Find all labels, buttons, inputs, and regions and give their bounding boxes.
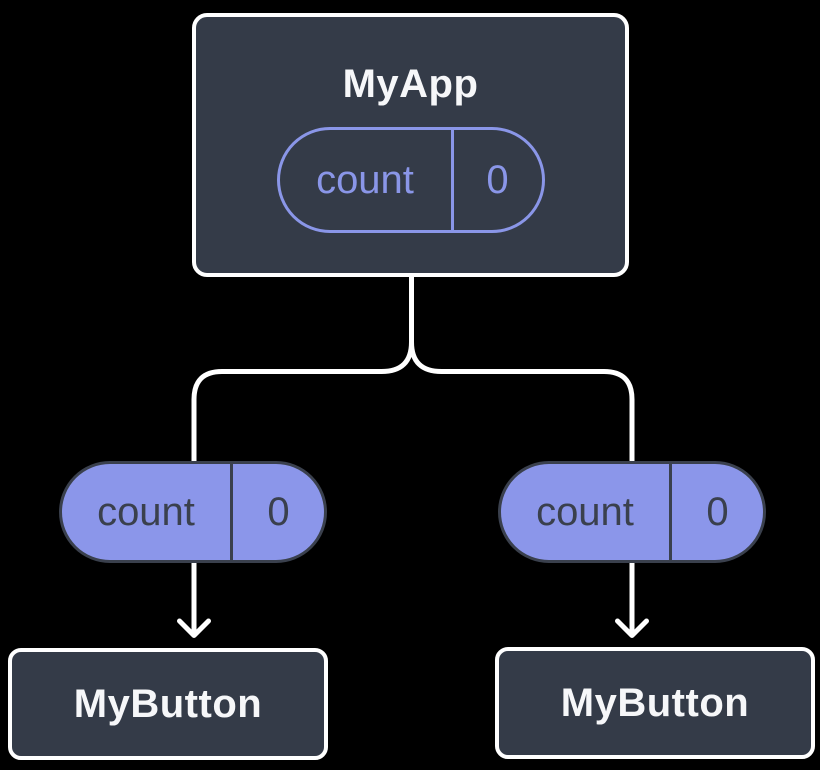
- right-prop-pill: count 0: [498, 461, 766, 563]
- right-prop-pill-label: count: [536, 490, 634, 534]
- left-child-component-node: MyButton: [8, 648, 328, 760]
- prop-arrow-left-head: [177, 618, 211, 638]
- root-state-pill: count 0: [276, 127, 545, 233]
- left-prop-pill-label: count: [97, 490, 195, 534]
- right-child-component-title: MyButton: [560, 680, 750, 725]
- root-component-node: MyApp count 0: [192, 13, 629, 277]
- right-child-component-node: MyButton: [495, 647, 815, 759]
- prop-arrow-right-head: [615, 618, 649, 638]
- branch-line-left: [191, 268, 414, 468]
- right-prop-pill-value: 0: [669, 464, 763, 560]
- left-child-component-title: MyButton: [73, 681, 263, 726]
- left-prop-pill-value: 0: [230, 464, 324, 560]
- state-pill-label: count: [316, 158, 414, 202]
- branch-line-right: [409, 268, 635, 468]
- root-component-title: MyApp: [342, 62, 479, 106]
- state-pill-value: 0: [450, 130, 542, 230]
- left-prop-pill: count 0: [59, 461, 327, 563]
